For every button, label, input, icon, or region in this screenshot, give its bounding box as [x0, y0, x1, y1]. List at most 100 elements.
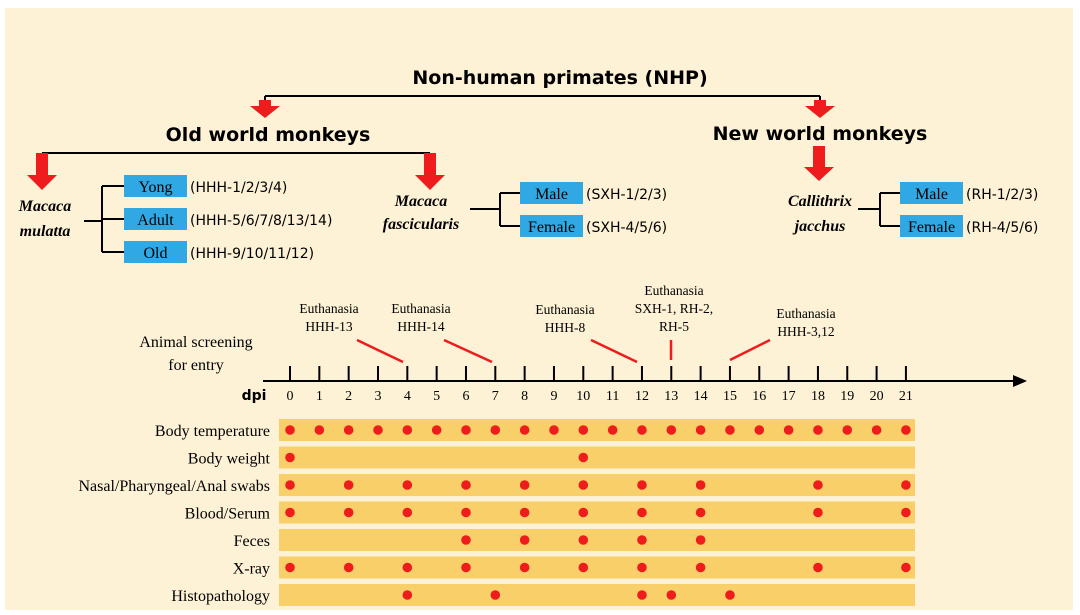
- day-label: 19: [840, 389, 854, 404]
- sampling-row: Body weight: [188, 446, 915, 469]
- day-label: 20: [870, 389, 884, 404]
- subgroup-label-box: [900, 182, 963, 204]
- sampling-dot: [578, 535, 589, 545]
- sampling-dot: [373, 425, 383, 435]
- sampling-dot: [402, 590, 413, 600]
- sampling-dot: [901, 425, 911, 435]
- red-arrow: [415, 153, 445, 190]
- sampling-row: Nasal/Pharyngeal/Anal swabs: [78, 474, 915, 496]
- sampling-dot: [813, 480, 823, 490]
- row-label: Blood/Serum: [185, 506, 271, 523]
- day-label: 15: [723, 389, 737, 404]
- subgroup-label: Female: [908, 219, 955, 236]
- subgroup-label-box: [900, 215, 963, 237]
- species-macaca-mulatta-line1: Macaca: [18, 198, 71, 215]
- subgroup-label: Old: [144, 245, 168, 262]
- day-label: 21: [899, 389, 913, 404]
- sampling-dot: [813, 425, 823, 435]
- row-band: [279, 474, 915, 496]
- sampling-dot: [901, 507, 911, 518]
- row-label: X-ray: [233, 561, 270, 578]
- euthanasia-text: SXH-1, RH-2,: [635, 301, 713, 316]
- subgroup-label-box: [124, 175, 187, 197]
- subgroup-ids: (RH-1/2/3): [966, 187, 1038, 203]
- sampling-dot: [285, 425, 295, 435]
- sampling-row: Feces: [234, 529, 915, 551]
- species-callithrix-jacchus-line2: jacchus: [792, 218, 846, 235]
- day-label: 11: [606, 389, 619, 404]
- sampling-dot: [578, 425, 589, 435]
- row-band: [279, 501, 915, 524]
- sampling-dot: [637, 507, 647, 518]
- row-band: [279, 419, 915, 441]
- sampling-dot: [549, 425, 559, 435]
- day-label: 14: [694, 389, 708, 404]
- euthanasia-annotations: EuthanasiaHHH-13EuthanasiaHHH-14Euthanas…: [299, 283, 836, 364]
- red-arrow: [805, 100, 835, 118]
- euthanasia-text: HHH-8: [545, 320, 586, 335]
- axis-label-dpi: dpi: [242, 388, 267, 404]
- sampling-dot: [695, 562, 706, 573]
- euthanasia-pointer: [356, 338, 404, 364]
- row-band: [279, 446, 915, 469]
- euthanasia-pointer: [590, 338, 638, 364]
- timeline-axis: [263, 375, 1027, 387]
- sampling-dot: [637, 590, 647, 600]
- jacchus-bracket: [858, 192, 900, 227]
- subgroup-label: Male: [915, 186, 948, 203]
- euthanasia-text: RH-5: [659, 319, 689, 334]
- sampling-dot: [519, 562, 530, 573]
- euthanasia-text: HHH-3,12: [777, 324, 834, 339]
- sampling-dot: [637, 535, 647, 545]
- euthanasia-text: Euthanasia: [535, 302, 594, 317]
- subgroup-label: Yong: [139, 179, 173, 196]
- sampling-dot: [695, 535, 706, 545]
- row-label: Body weight: [188, 451, 271, 468]
- day-label: 5: [433, 389, 440, 404]
- euthanasia-text: Euthanasia: [644, 283, 703, 298]
- row-band: [279, 556, 915, 579]
- sampling-row: Blood/Serum: [185, 501, 915, 524]
- sampling-dot: [842, 425, 853, 435]
- subgroup-label: Female: [528, 219, 575, 236]
- euthanasia-text: HHH-13: [305, 319, 352, 334]
- red-arrow: [250, 100, 280, 118]
- sampling-dot: [783, 425, 794, 435]
- row-label: Nasal/Pharyngeal/Anal swabs: [78, 478, 270, 495]
- row-label: Body temperature: [155, 423, 270, 440]
- day-label: 16: [752, 389, 766, 404]
- sampling-dot: [519, 480, 530, 490]
- sampling-dot: [461, 425, 471, 435]
- mulatta_subgroups-subgroup: Adult(HHH-5/6/7/8/13/14): [124, 208, 332, 230]
- euthanasia-pointer: [729, 338, 771, 362]
- day-label: 4: [404, 389, 411, 404]
- subgroup-ids: (HHH-9/10/11/12): [190, 246, 314, 262]
- jacchus_subgroups-subgroup: Female(RH-4/5/6): [900, 215, 1038, 237]
- subgroup-label-box: [124, 241, 187, 263]
- red-arrow: [27, 153, 57, 190]
- sampling-dot: [461, 535, 471, 545]
- sampling-dot: [813, 562, 823, 573]
- fascicularis_subgroups-subgroup: Female(SXH-4/5/6): [520, 215, 667, 237]
- subgroup-label-box: [520, 215, 583, 237]
- sampling-dot: [343, 507, 354, 518]
- day-label: 10: [576, 389, 590, 404]
- group-new-world: New world monkeys: [713, 123, 928, 145]
- sampling-dot: [637, 425, 647, 435]
- species-callithrix-jacchus-line1: Callithrix: [788, 193, 852, 210]
- sampling-dot: [695, 507, 706, 518]
- sampling-dot: [695, 425, 706, 435]
- sampling-dot: [578, 452, 589, 463]
- sampling-dot: [519, 535, 530, 545]
- row-label: Feces: [234, 533, 270, 550]
- sampling-dot: [666, 590, 677, 600]
- sampling-dot: [285, 480, 295, 490]
- day-label: 3: [374, 389, 381, 404]
